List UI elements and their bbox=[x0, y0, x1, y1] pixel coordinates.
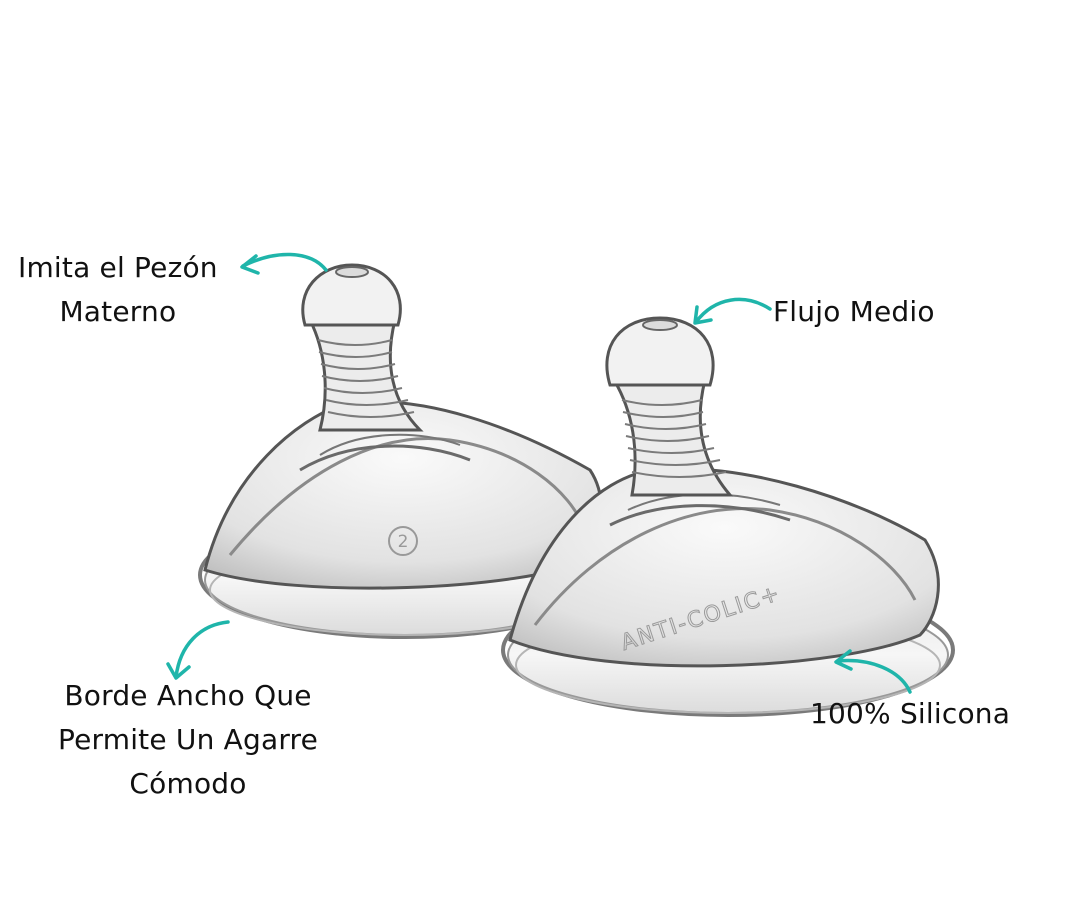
label-flow: Flujo Medio bbox=[773, 290, 935, 334]
arrow-rim-icon bbox=[166, 620, 230, 680]
label-material: 100% Silicona bbox=[810, 692, 1010, 736]
label-tip-line2: Materno bbox=[59, 295, 177, 328]
left-nipple: 2 bbox=[198, 263, 612, 639]
label-rim: Borde Ancho Que Permite Un Agarre Cómodo bbox=[58, 674, 318, 806]
arrow-tip-icon bbox=[240, 252, 328, 275]
label-rim-line3: Cómodo bbox=[129, 767, 247, 800]
label-material-text: 100% Silicona bbox=[810, 697, 1011, 730]
arrow-material-icon bbox=[834, 649, 912, 694]
label-flow-text: Flujo Medio bbox=[773, 295, 935, 328]
label-rim-line2: Permite Un Agarre bbox=[58, 723, 319, 756]
svg-text:2: 2 bbox=[398, 532, 409, 552]
label-rim-line1: Borde Ancho Que bbox=[64, 679, 312, 712]
right-nipple: ANTI-COLIC+ bbox=[501, 316, 955, 717]
arrow-flow-icon bbox=[693, 297, 772, 325]
flow-number-badge bbox=[388, 526, 418, 556]
label-tip-line1: Imita el Pezón bbox=[18, 251, 218, 284]
label-tip: Imita el Pezón Materno bbox=[18, 246, 218, 334]
